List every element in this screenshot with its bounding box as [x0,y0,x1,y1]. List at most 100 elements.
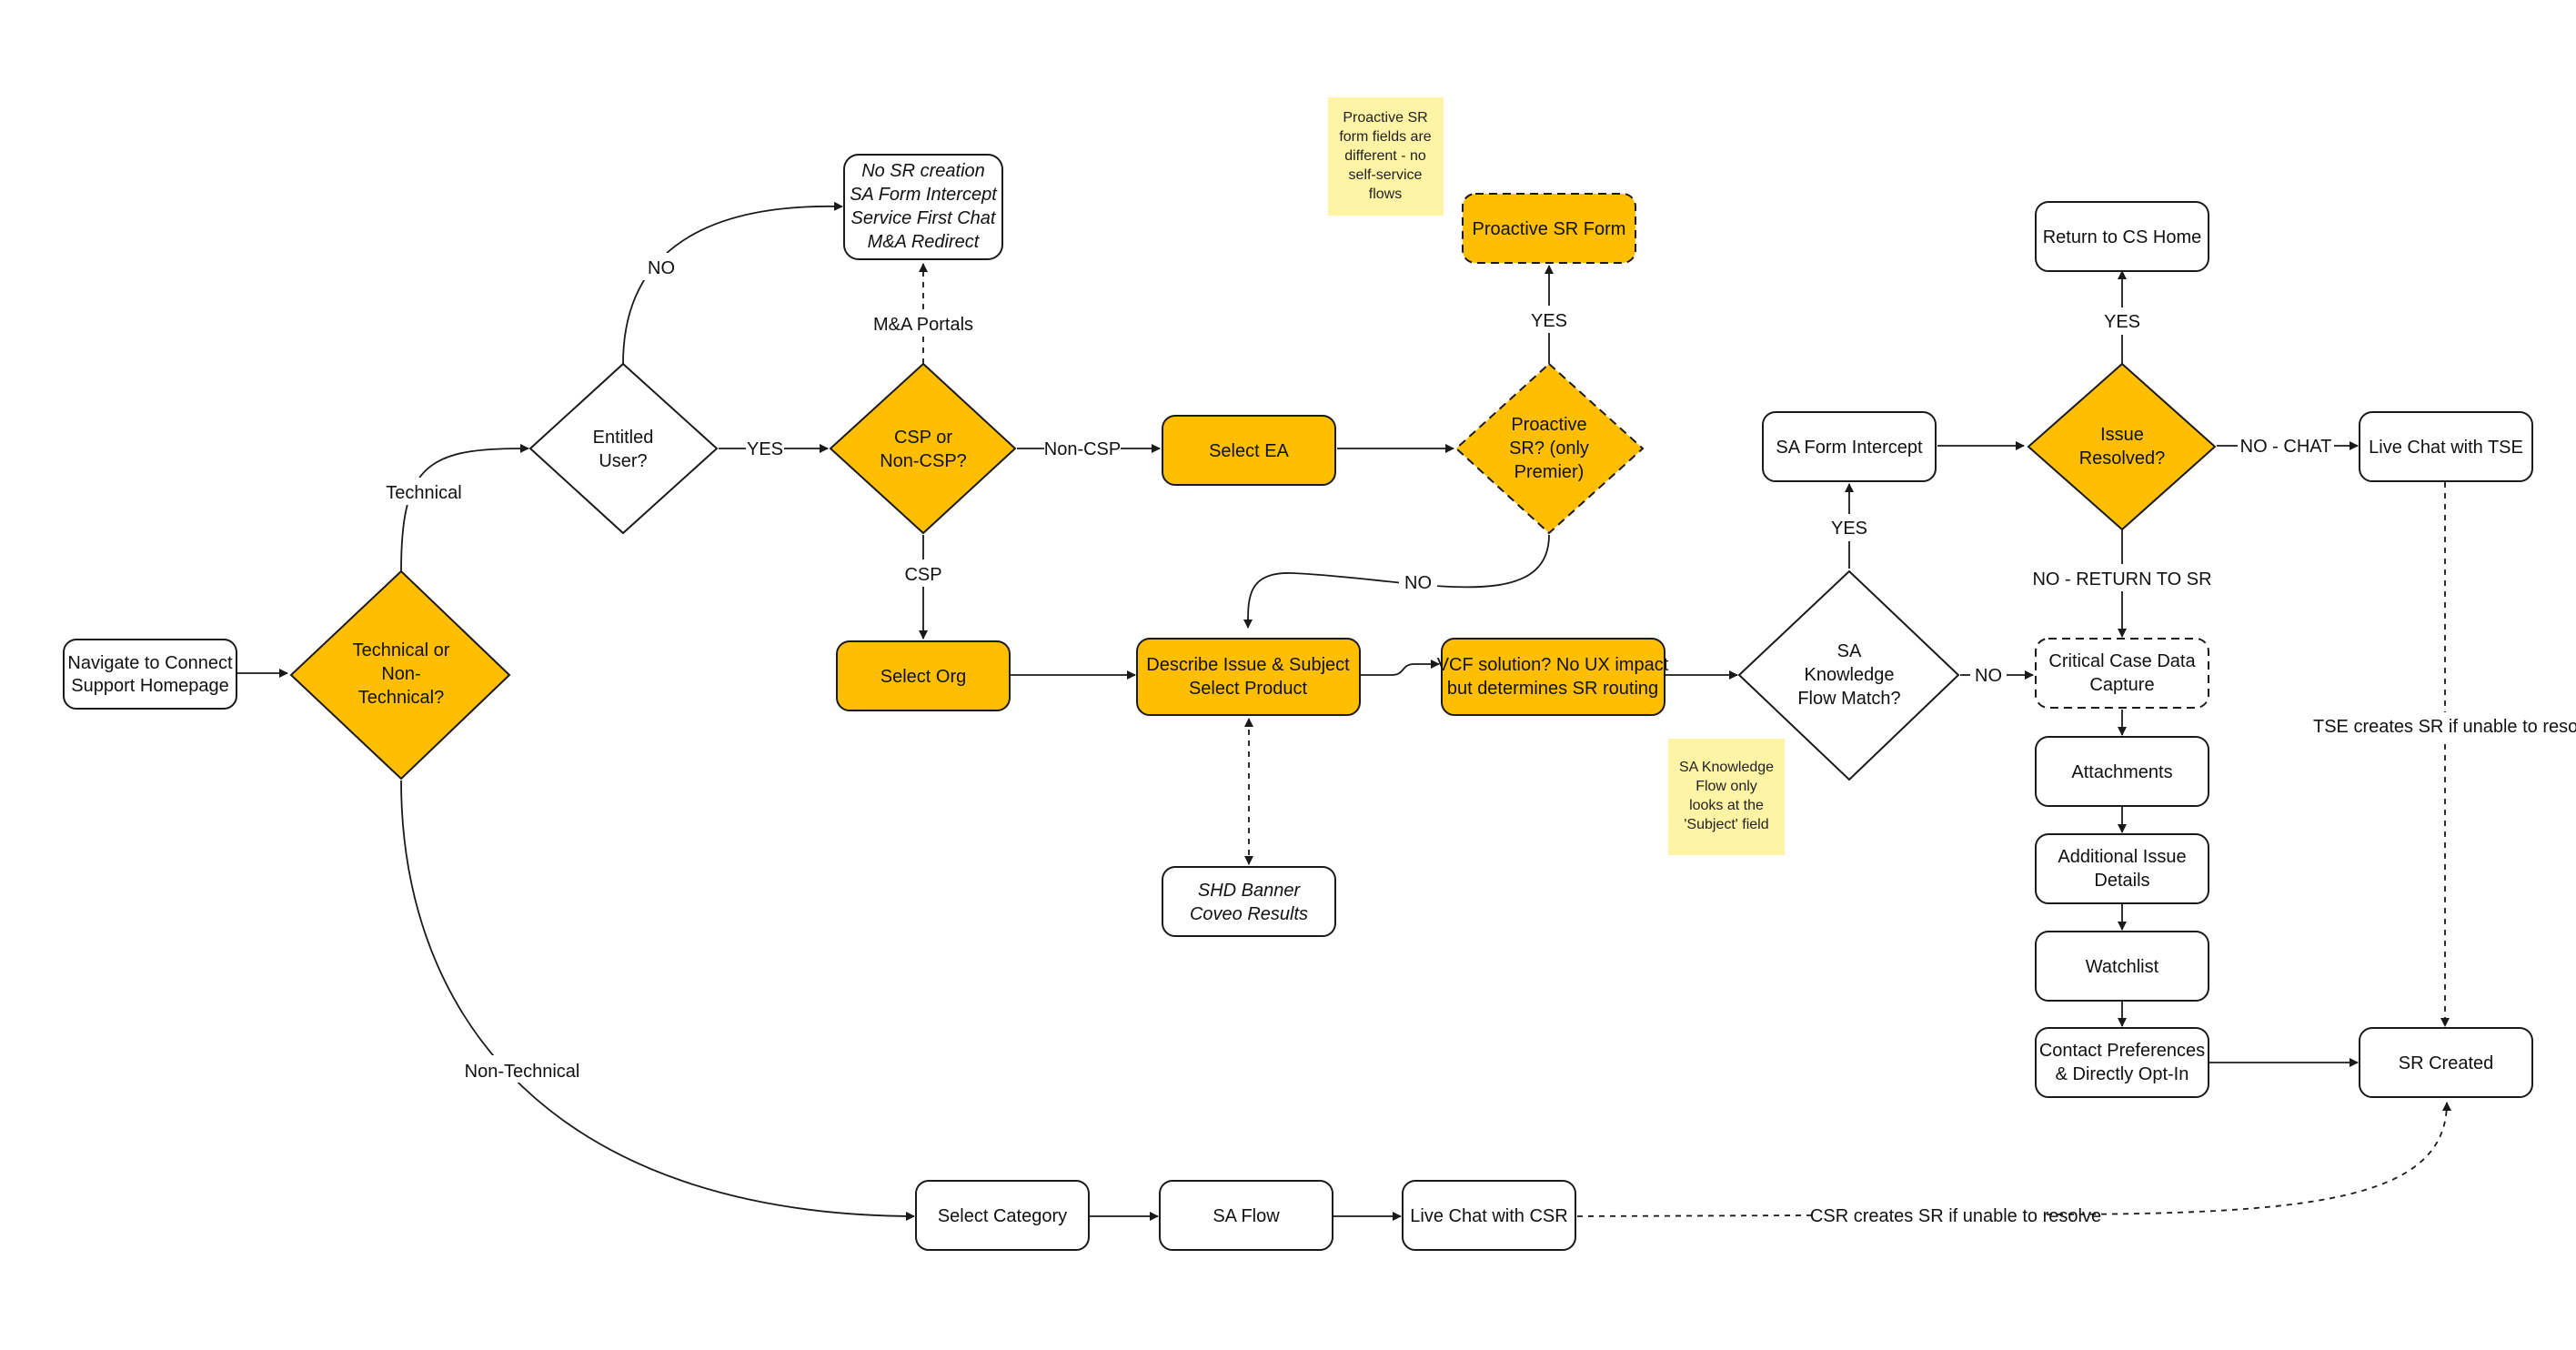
node-proactive-sr-form: Proactive SR Form [1462,193,1636,264]
node-resolved-line-2: Resolved? [2079,448,2166,468]
node-vcf-solution: VCF solution? No UX impact but determines… [1437,638,1669,716]
edge-label-csp: CSP [904,565,941,585]
node-additional-line-2: Details [2094,871,2149,891]
node-tech-line-3: Technical? [358,688,445,708]
node-critical-line-1: Critical Case Data [2048,651,2196,671]
edge-label-no-sa: NO [1975,666,2002,686]
node-resolved-line-1: Issue [2100,425,2144,445]
note-proactive-line-5: flows [1369,186,1402,202]
edge-label-yes-sa: YES [1831,519,1867,539]
node-select-ea-label: Select EA [1209,441,1289,461]
edge-label-ma-portals: M&A Portals [873,315,973,335]
edge-label-no-entitled: NO [648,258,675,278]
edges [236,201,2451,1221]
node-sa-line-3: Flow Match? [1797,689,1900,709]
edge-tech-to-entitled [400,443,529,572]
node-no-sr-line-3: Service First Chat [851,208,997,228]
node-entitled-line-1: Entitled [593,428,654,448]
node-live-chat-csr-label: Live Chat with CSR [1410,1206,1567,1226]
node-navigate-line-2: Support Homepage [71,676,228,696]
node-watchlist: Watchlist [2035,931,2209,1002]
note-proactive-line-2: form fields are [1339,129,1431,145]
edge-label-yes-resolved: YES [2104,312,2140,332]
edge-tech-to-category [400,780,915,1221]
node-proactive-q-line-1: Proactive [1511,415,1586,435]
edge-describe-to-vcf [1361,660,1440,676]
edge-label-no-proactive: NO [1404,573,1432,593]
node-csp-or-noncsp: CSP or Non-CSP? [829,362,1017,535]
node-describe-line-2: Select Product [1189,679,1308,699]
node-select-ea: Select EA [1162,415,1336,486]
node-live-chat-csr: Live Chat with CSR [1402,1180,1576,1251]
node-tech-line-1: Technical or [353,640,450,660]
node-return-home-label: Return to CS Home [2043,227,2202,247]
node-live-chat-tse-label: Live Chat with TSE [2369,438,2523,458]
node-attachments: Attachments [2035,736,2209,807]
node-sa-form-intercept: SA Form Intercept [1762,411,1937,482]
node-select-category: Select Category [915,1180,1090,1251]
node-proactive-q-line-3: Premier) [1514,462,1585,482]
node-describe-line-1: Describe Issue & Subject [1146,655,1350,675]
node-vcf-line-1: VCF solution? No UX impact [1437,655,1669,675]
node-no-sr-line-4: M&A Redirect [868,232,981,252]
node-proactive-q-line-2: SR? (only [1509,438,1589,458]
node-contact-line-2: & Directly Opt-In [2056,1064,2189,1084]
edge-entitled-to-no-sr [622,201,843,365]
node-vcf-line-2: but determines SR routing [1447,679,1658,699]
edge-labels: Technical Non-Technical NO YES M&A Porta… [377,253,2576,1228]
node-sa-flow: SA Flow [1159,1180,1333,1251]
node-sa-flow-label: SA Flow [1213,1206,1280,1226]
note-sa-line-2: Flow only [1696,779,1757,794]
node-csp-line-1: CSP or [894,428,952,448]
node-entitled-line-2: User? [599,451,647,471]
node-csp-line-2: Non-CSP? [880,451,967,471]
edge-label-non-csp: Non-CSP [1044,439,1121,459]
node-select-org: Select Org [836,640,1011,711]
svg-text:Contact Preferences& Directly: Contact Preferences& Directly Opt-In [2039,1041,2205,1084]
edge-proactive-to-describe [1243,534,1550,629]
node-sa-line-1: SA [1837,641,1862,661]
note-proactive-line-4: self-service [1349,167,1423,183]
note-proactive-line-1: Proactive SR [1343,110,1427,126]
node-sa-intercept-label: SA Form Intercept [1776,438,1923,458]
edge-label-no-chat: NO - CHAT [2240,437,2332,457]
node-sa-line-2: Knowledge [1805,665,1895,685]
edge-label-non-technical: Non-Technical [465,1062,580,1082]
edge-label-csr-creates: CSR creates SR if unable to resolve [1810,1206,2101,1226]
edge-label-no-return-sr: NO - RETURN TO SR [2032,569,2211,589]
node-no-sr-line-2: SA Form Intercept [850,185,998,205]
node-live-chat-tse: Live Chat with TSE [2359,411,2533,482]
node-critical-line-2: Capture [2089,675,2154,695]
node-attachments-label: Attachments [2071,762,2172,782]
node-shd-line-2: Coveo Results [1190,904,1308,924]
edge-label-technical: Technical [386,483,461,503]
node-sr-created-label: SR Created [2399,1053,2494,1073]
node-select-category-label: Select Category [938,1206,1067,1226]
edge-label-yes-entitled: YES [747,439,783,459]
node-proactive-form-label: Proactive SR Form [1473,219,1626,239]
